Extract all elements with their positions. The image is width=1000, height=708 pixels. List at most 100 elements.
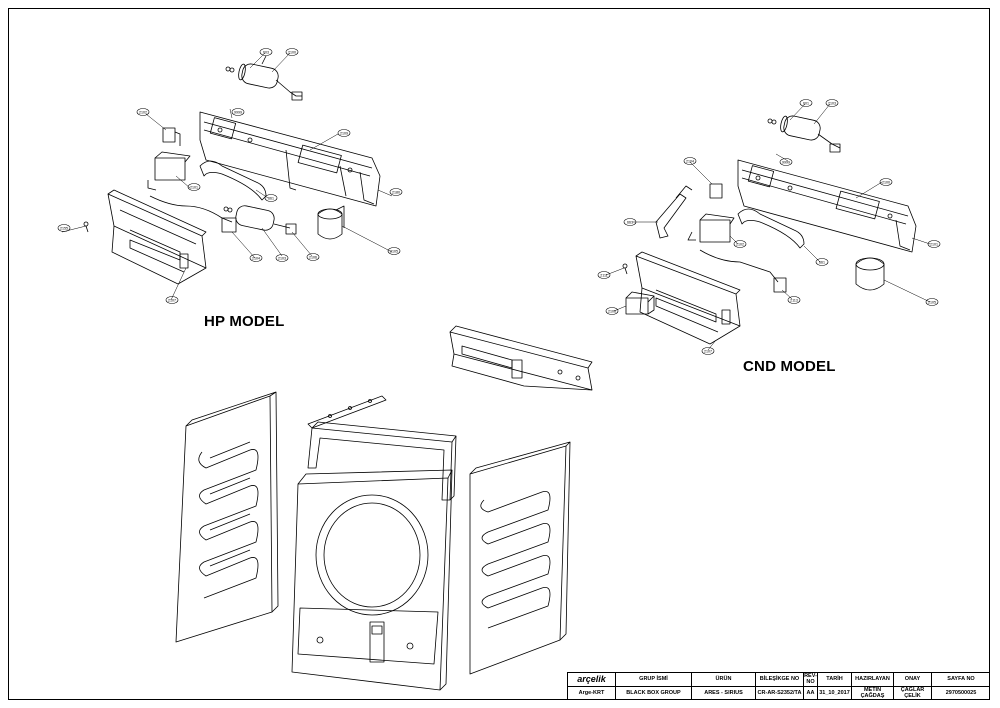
title-block-brand-cell: arçelik Arge-KRT	[568, 673, 616, 700]
callout-bubble	[605, 307, 619, 315]
title-block-header: TARİH	[818, 673, 851, 687]
callout-bubble	[231, 108, 245, 116]
callout-leaders	[61, 52, 931, 351]
callout-number: 2100	[882, 180, 890, 184]
title-block-prepared-cell: HAZIRLAYAN METİN ÇAĞDAŞ	[852, 673, 894, 700]
hp-switch	[162, 127, 181, 146]
callout-number: 2180	[392, 190, 400, 194]
title-block-value: BLACK BOX GROUP	[626, 689, 681, 696]
cnd-valve	[773, 277, 787, 293]
title-block-value: Arge-KRT	[578, 689, 605, 696]
callout-bubble	[733, 240, 747, 248]
cnd-screw	[622, 263, 628, 275]
callout-number: 2102	[736, 242, 744, 246]
title-block-value: ÇAĞLAR ÇELİK	[900, 687, 925, 699]
title-block-header: GRUP İSMİ	[616, 673, 691, 687]
callout-number: 2107	[168, 298, 176, 302]
hp-assembly	[83, 55, 381, 285]
right-side-panel	[469, 441, 571, 675]
callout-bubble	[387, 247, 401, 255]
callout-bubble	[306, 253, 320, 261]
callout-bubble	[879, 178, 893, 186]
title-block-value: AA	[806, 689, 815, 696]
cnd-bracket-rail	[737, 159, 917, 253]
callout-bubble	[187, 183, 201, 191]
callout-bubble	[927, 240, 941, 248]
callout-number: 603	[263, 50, 269, 54]
callout-number: 2101	[190, 185, 198, 189]
title-block-product-cell: ÜRÜN ARES - SIRIUS	[692, 673, 756, 700]
callout-number: 9999	[782, 160, 790, 164]
callout-number: 2103	[828, 101, 836, 105]
callout-number: 2106	[309, 255, 317, 259]
callout-number: 2109	[340, 131, 348, 135]
brand-name: arçelik	[577, 674, 606, 684]
cnd-assembly	[622, 115, 917, 345]
title-block-value: 31_10_2017	[819, 689, 850, 696]
front-panel	[291, 469, 453, 691]
callout-bubble	[285, 48, 299, 56]
hp-cable	[149, 195, 233, 223]
cnd-motor-top	[767, 115, 841, 153]
callout-number: 2106	[608, 309, 616, 313]
title-block-part-cell: BİLEŞİKGE NO CR-AR-S2352/TA	[756, 673, 804, 700]
callout-bubble	[337, 129, 351, 137]
left-side-panel	[175, 391, 279, 643]
title-block-value: 2970500025	[945, 689, 977, 696]
callout-number: 2100	[288, 50, 296, 54]
cnd-model-label: CND MODEL	[743, 358, 836, 375]
hp-handle	[199, 160, 267, 201]
callout-bubble	[136, 108, 150, 116]
title-block-date-cell: TARİH 31_10_2017	[818, 673, 852, 700]
callout-bubble	[165, 296, 179, 304]
title-block-approved-cell: ONAY ÇAĞLAR ÇELİK	[894, 673, 932, 700]
callout-number: 661	[268, 196, 274, 200]
title-block-value: CR-AR-S2352/TA	[757, 689, 802, 696]
hp-pump	[147, 151, 191, 191]
callout-number: 2104	[686, 159, 694, 163]
callout-number: 2101	[930, 242, 938, 246]
hp-bracket-rail	[199, 111, 381, 207]
top-rail	[307, 395, 387, 429]
callout-bubble	[389, 188, 403, 196]
drawing-frame	[8, 8, 990, 700]
title-block-group-cell: GRUP İSMİ BLACK BOX GROUP	[616, 673, 692, 700]
title-block-page-cell: SAYFA NO 2970500025	[932, 673, 990, 700]
callout-bubble	[259, 48, 273, 56]
title-block-value: ARES - SIRIUS	[704, 689, 743, 696]
top-frame	[307, 421, 457, 501]
callout-number: 9999	[234, 110, 242, 114]
callout-bubble	[799, 99, 813, 107]
cnd-cable	[699, 249, 779, 283]
callout-number: 2105	[928, 300, 936, 304]
callout-bubble	[815, 258, 829, 266]
title-block-header: REV-NO	[804, 673, 817, 687]
callout-bubble	[825, 99, 839, 107]
callout-number: 2113	[790, 298, 798, 302]
brand-logo: arçelik	[568, 673, 615, 687]
callout-number: 2105	[390, 249, 398, 253]
callout-number: 2155	[60, 226, 68, 230]
cnd-switch	[709, 183, 723, 199]
callout-bubbles	[57, 48, 941, 355]
hp-motor-mid	[223, 205, 297, 235]
title-block-value: METİN ÇAĞDAŞ	[860, 687, 885, 699]
centre-bracket	[449, 325, 593, 391]
cnd-filter-cap	[855, 257, 885, 291]
hp-screw	[83, 221, 89, 233]
callout-bubble	[57, 224, 71, 232]
hp-water-tank	[107, 189, 207, 285]
callout-bubble	[264, 194, 278, 202]
callout-texts: 603 2100 2102 9999 2109 2180 2101 661 21…	[60, 50, 938, 353]
callout-number: 601	[803, 101, 809, 105]
callout-bubble	[925, 298, 939, 306]
hp-motor-top	[225, 55, 303, 101]
title-block: arçelik Arge-KRT GRUP İSMİ BLACK BOX GRO…	[567, 672, 990, 700]
cnd-pump	[687, 213, 735, 243]
callout-bubble	[249, 254, 263, 262]
callout-bubble	[683, 157, 697, 165]
cnd-handle	[737, 208, 805, 249]
cnd-water-tank	[635, 251, 741, 345]
hp-filter-cap	[317, 205, 345, 240]
